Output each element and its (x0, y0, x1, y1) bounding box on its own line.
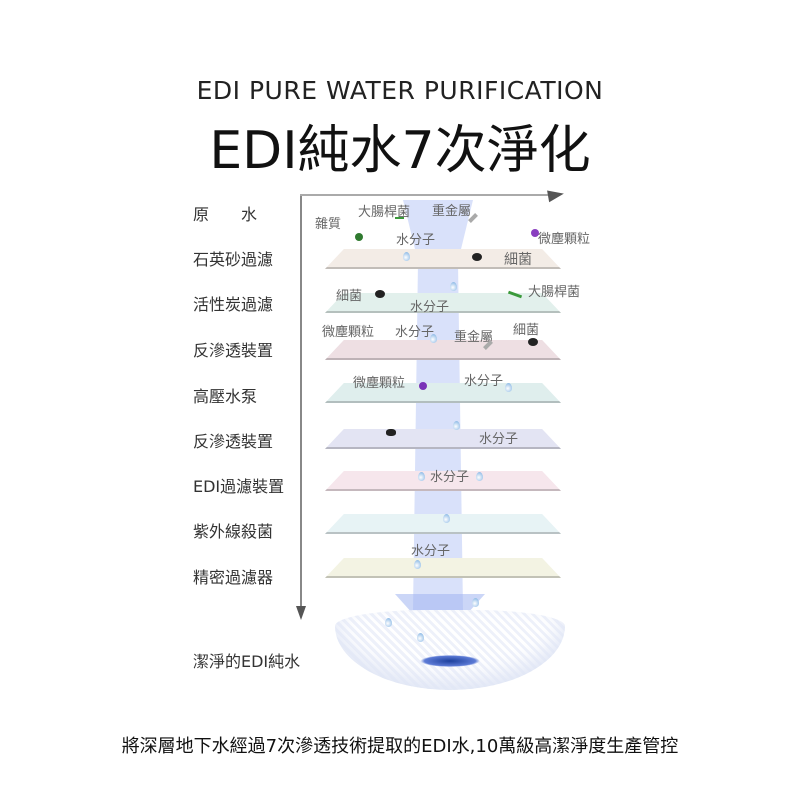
subtitle: EDI PURE WATER PURIFICATION (196, 76, 604, 105)
label-water: 水分子 (411, 544, 451, 559)
label-water: 水分子 (479, 432, 519, 447)
water-drop-icon (417, 633, 424, 642)
bacteria-icon (528, 338, 538, 346)
label-water: 水分子 (430, 470, 470, 485)
step-label: EDI過濾裝置 (193, 477, 285, 496)
bacteria-icon (472, 253, 482, 261)
filter-layer (325, 471, 561, 491)
bacteria-icon (386, 429, 396, 436)
micro-particle-icon (419, 382, 427, 390)
label-water: 水分子 (395, 325, 435, 340)
water-drop-icon (450, 282, 457, 291)
step-label: 潔淨的EDI純水 (193, 652, 301, 671)
water-drop-icon (453, 421, 460, 430)
step-label: 反滲透裝置 (193, 432, 274, 451)
ecoli-icon (395, 217, 404, 219)
filter-layer (325, 249, 561, 269)
clean-water-bowl (335, 610, 565, 690)
label-ecoli: 大腸桿菌 (358, 205, 411, 220)
filter-layer (325, 340, 561, 360)
filter-layer (325, 293, 561, 313)
filter-layer (325, 514, 561, 534)
step-label: 反滲透裝置 (193, 341, 274, 360)
label-heavy-metal: 重金屬 (432, 204, 472, 219)
filter-layer (325, 383, 561, 403)
label-micro: 微塵顆粒 (538, 232, 591, 247)
step-label: 石英砂過濾 (193, 250, 274, 269)
label-micro: 微塵顆粒 (322, 325, 375, 340)
label-micro: 微塵顆粒 (353, 376, 406, 391)
step-label: 原 水 (193, 205, 258, 224)
filter-layer (325, 558, 561, 578)
bacteria-icon (375, 290, 385, 298)
footer-caption: 將深層地下水經過7次滲透技術提取的EDI水,10萬級高潔淨度生產管控 (121, 736, 679, 757)
water-splash-icon (420, 655, 480, 667)
arrow-down-icon (296, 606, 306, 620)
water-drop-icon (385, 618, 392, 627)
step-label: 紫外線殺菌 (193, 522, 274, 541)
label-water: 水分子 (410, 300, 450, 315)
step-label: 精密過濾器 (193, 568, 274, 587)
water-drop-icon (403, 252, 410, 261)
label-bacteria: 細菌 (504, 252, 532, 268)
water-drop-icon (505, 383, 512, 392)
water-drop-icon (418, 472, 425, 481)
water-drop-icon (443, 514, 450, 523)
step-label: 活性炭過濾 (193, 295, 274, 314)
label-heavy-metal: 重金屬 (454, 330, 494, 345)
water-drop-icon (430, 334, 437, 343)
axis-vertical (300, 194, 302, 614)
water-drop-icon (414, 560, 421, 569)
micro-particle-icon (531, 229, 539, 237)
water-drop-icon (476, 472, 483, 481)
filter-layer (325, 429, 561, 449)
axis-horizontal (300, 194, 550, 196)
label-bacteria: 細菌 (513, 323, 540, 338)
arrow-right-icon (547, 187, 565, 203)
label-water: 水分子 (396, 233, 436, 248)
label-water: 水分子 (464, 374, 504, 389)
label-bacteria: 細菌 (336, 289, 363, 304)
step-label: 高壓水泵 (193, 387, 258, 406)
page-title: EDI純水7次淨化 (209, 121, 591, 181)
label-impurity: 雜質 (315, 217, 342, 232)
water-drop-icon (472, 598, 479, 607)
label-ecoli: 大腸桿菌 (528, 285, 581, 300)
impurity-icon (355, 233, 363, 241)
